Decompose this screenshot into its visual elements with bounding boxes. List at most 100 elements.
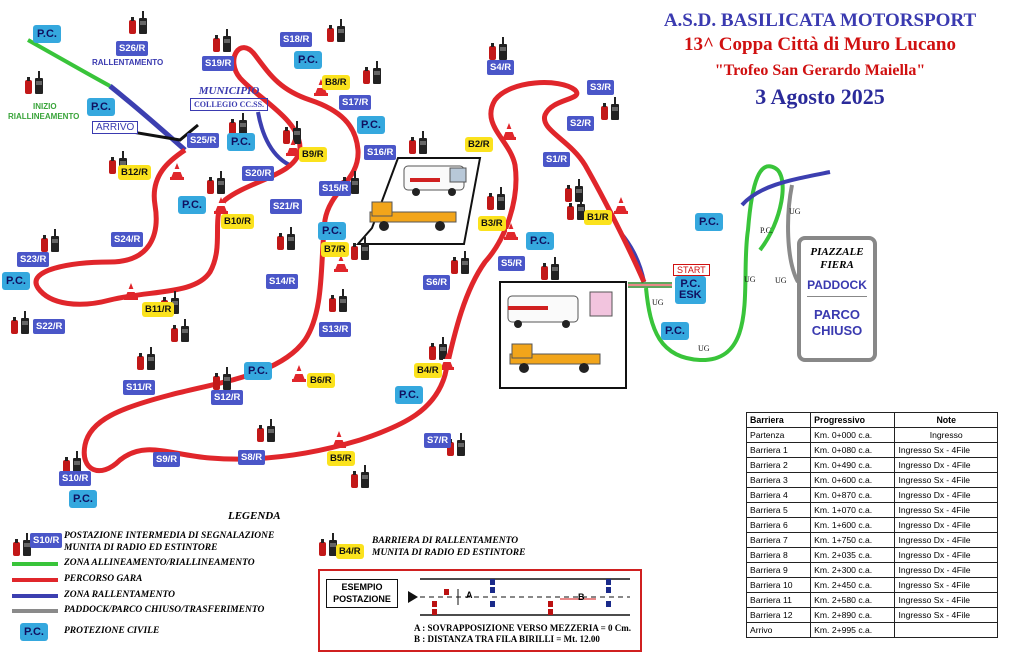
radio-extinguisher-icon (567, 197, 585, 220)
pc-marker: P.C. (227, 133, 255, 151)
post-s24: S24/R (111, 232, 144, 247)
table-cell: Ingresso Sx - 4File (894, 577, 998, 593)
radio-extinguisher-icon (11, 311, 29, 334)
radio-extinguisher-icon (41, 229, 59, 252)
table-cell: Ingresso Sx - 4File (894, 472, 998, 488)
barrier-b4: B4/R (414, 363, 442, 378)
radio-extinguisher-icon (327, 19, 345, 42)
radio-extinguisher-icon (229, 113, 247, 136)
example-diagram (408, 578, 630, 616)
traffic-cone-icon (214, 197, 228, 214)
post-s4: S4/R (487, 60, 515, 75)
radio-extinguisher-icon (601, 97, 619, 120)
post-s3: S3/R (587, 80, 615, 95)
traffic-cone-icon (124, 283, 138, 300)
pc-marker: P.C. (357, 116, 385, 134)
pc-marker: P.C. (87, 98, 115, 116)
example-note-a: A : SOVRAPPOSIZIONE VERSO MEZZERIA = 0 C… (414, 623, 631, 633)
table-header-row: Barriera Progressivo Note (745, 412, 998, 428)
example-note-b: B : DISTANZA TRA FILA BIRILLI = Mt. 12.0… (414, 634, 600, 644)
table-cell: Barriera 8 (745, 547, 812, 563)
legend-post-sample: S10/R (30, 533, 63, 548)
alignment-zone-piazzale (644, 164, 785, 363)
radio-extinguisher-icon (63, 451, 81, 474)
slowdown-zone-piazzale (740, 170, 831, 207)
table-cell (894, 622, 998, 638)
radio-extinguisher-icon (129, 11, 147, 34)
table-cell: Km. 0+870 c.a. (810, 487, 896, 503)
traffic-cone-icon (440, 353, 454, 370)
table-cell: Ingresso Sx - 4File (894, 502, 998, 518)
ug-label: UG (744, 275, 756, 284)
table-cell: Barriera 1 (745, 442, 812, 458)
post-s10: S10/R (59, 471, 92, 486)
legend-grey-text: PADDOCK/PARCO CHIUSO/TRASFERIMENTO (64, 605, 265, 615)
radio-extinguisher-icon (257, 419, 275, 442)
table-cell: Km. 2+580 c.a. (810, 592, 896, 608)
post-s22: S22/R (33, 319, 66, 334)
radio-extinguisher-icon (409, 131, 427, 154)
table-cell: Ingresso Dx - 4File (894, 487, 998, 503)
table-cell: Barriera 3 (745, 472, 812, 488)
table-cell: Partenza (745, 427, 812, 443)
trophy-title: "Trofeo San Gerardo Maiella" (714, 62, 926, 79)
table-cell: Arrivo (745, 622, 812, 638)
radio-extinguisher-icon (25, 71, 43, 94)
post-s14: S14/R (266, 274, 299, 289)
table-cell: Km. 0+490 c.a. (810, 457, 896, 473)
pc-marker: P.C. (294, 51, 322, 69)
legend-blue-text: ZONA RALLENTAMENTO (64, 590, 175, 600)
pc-marker: P.C. (69, 490, 97, 508)
traffic-cone-icon (170, 163, 184, 180)
barrier-b11: B11/R (142, 302, 175, 317)
table-cell: Barriera 11 (745, 592, 812, 608)
traffic-cone-icon (292, 365, 306, 382)
legend-barrier-text-2: MUNITA DI RADIO ED ESTINTORE (372, 548, 526, 558)
radio-extinguisher-icon (351, 237, 369, 260)
pc-marker: P.C. (244, 362, 272, 380)
radio-extinguisher-icon (451, 251, 469, 274)
table-header-cell: Barriera (745, 412, 812, 428)
table-cell: Km. 0+600 c.a. (810, 472, 896, 488)
radio-extinguisher-icon (319, 533, 337, 556)
post-s18: S18/R (280, 32, 313, 47)
radio-extinguisher-icon (487, 187, 505, 210)
radio-extinguisher-icon (277, 227, 295, 250)
table-cell: Km. 2+035 c.a. (810, 547, 896, 563)
barrier-b7: B7/R (321, 242, 349, 257)
barrier-b12: B12/R (118, 165, 151, 180)
municipio-label: MUNICIPIO COLLEGIO CC.SS. (190, 85, 269, 111)
arrivo-label: ARRIVO (92, 121, 139, 134)
post-s6: S6/R (423, 275, 451, 290)
start-label: START (673, 264, 710, 276)
table-header-cell: Note (894, 412, 998, 428)
alignment-zone-start (27, 38, 111, 88)
legend-pc-text: PROTEZIONE CIVILE (64, 626, 160, 636)
traffic-cone-icon (614, 197, 628, 214)
traffic-cone-icon (502, 123, 516, 140)
transfer-route (786, 184, 800, 283)
radio-extinguisher-icon (351, 465, 369, 488)
inizio-label: INIZIO (33, 102, 57, 111)
post-s15: S15/R (319, 181, 352, 196)
post-s20: S20/R (242, 166, 275, 181)
table-cell: Ingresso Dx - 4File (894, 547, 998, 563)
pc-marker: P.C. (33, 25, 61, 43)
table-cell: Km. 2+300 c.a. (810, 562, 896, 578)
ug-label: UG (698, 344, 710, 353)
table-cell: Km. 1+600 c.a. (810, 517, 896, 533)
race-route (33, 45, 647, 474)
